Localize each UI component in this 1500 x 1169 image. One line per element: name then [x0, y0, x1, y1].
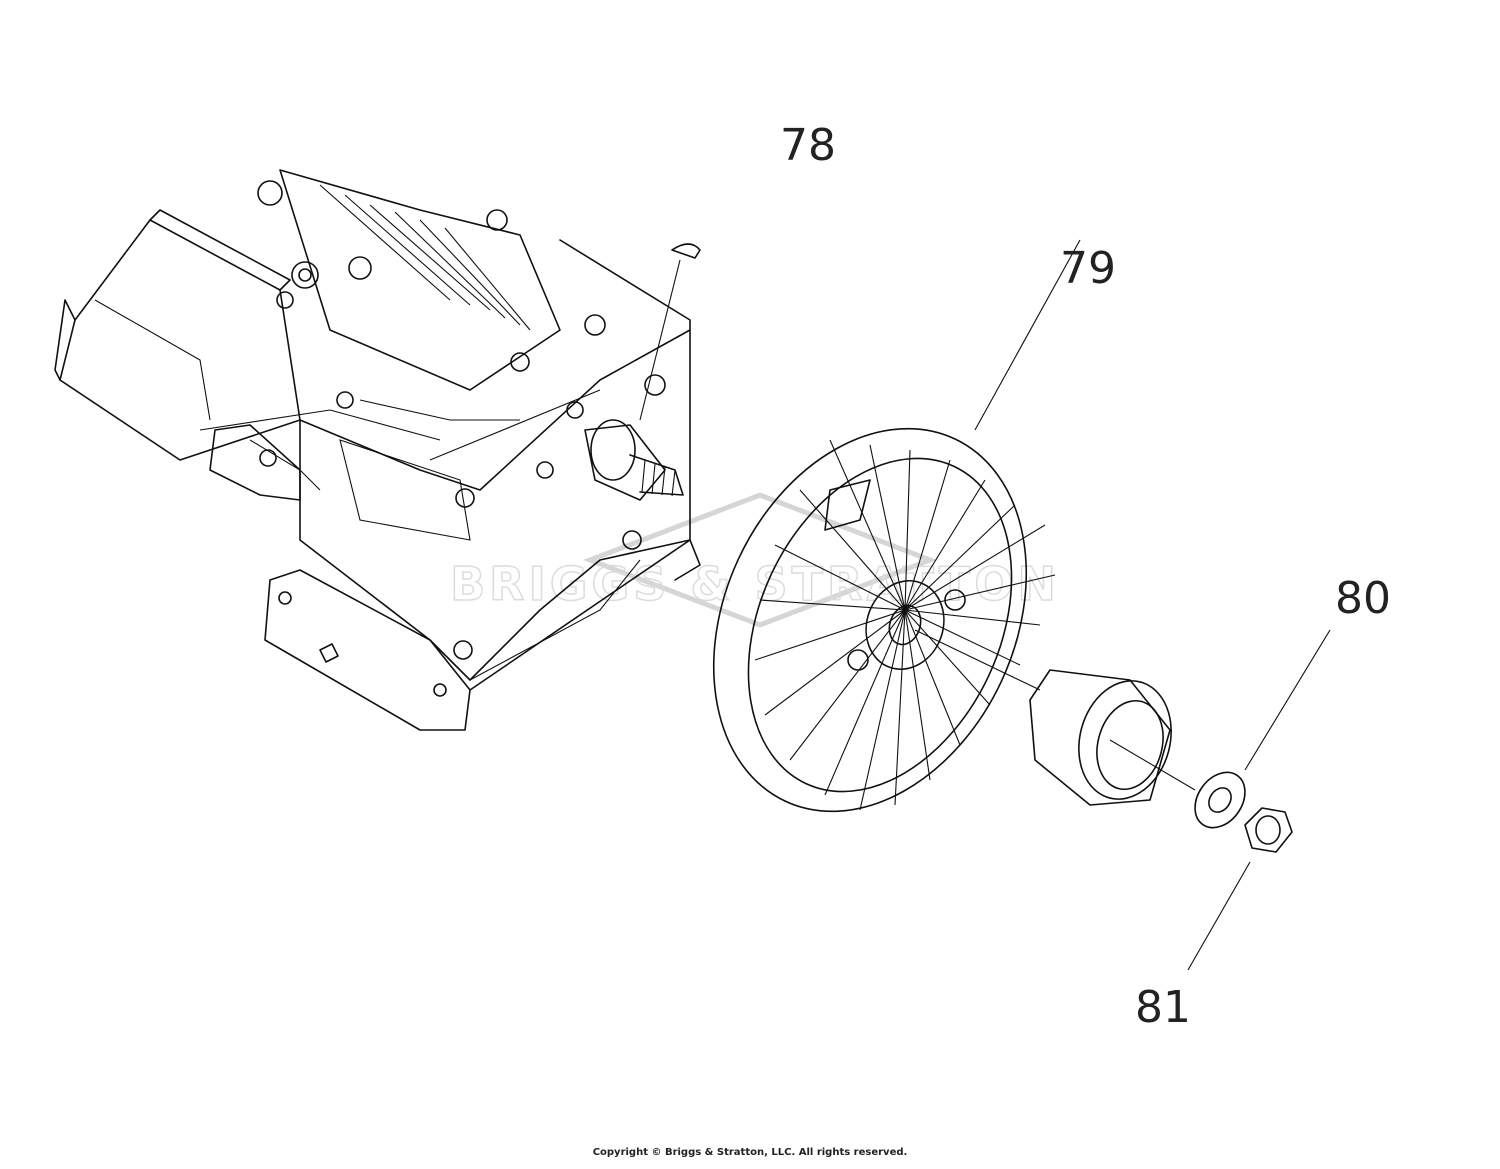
- part-81-nut: [1187, 807, 1293, 971]
- part-79-flywheel: [712, 239, 1081, 813]
- watermark-text: BRIGGS & STRATTON: [450, 557, 1060, 611]
- callout-81: 81: [1135, 982, 1191, 1033]
- callout-78: 78: [780, 120, 836, 171]
- copyright-notice: Copyright © Briggs & Stratton, LLC. All …: [592, 1147, 908, 1158]
- callout-80: 80: [1335, 573, 1391, 624]
- part-80-washer: [1194, 629, 1331, 829]
- engine-block: [54, 169, 701, 731]
- part-78-key: [639, 243, 701, 421]
- callout-79: 79: [1060, 243, 1116, 294]
- part-starter-cup: [1029, 669, 1196, 806]
- watermark-logo: BRIGGS & STRATTON: [449, 492, 1060, 628]
